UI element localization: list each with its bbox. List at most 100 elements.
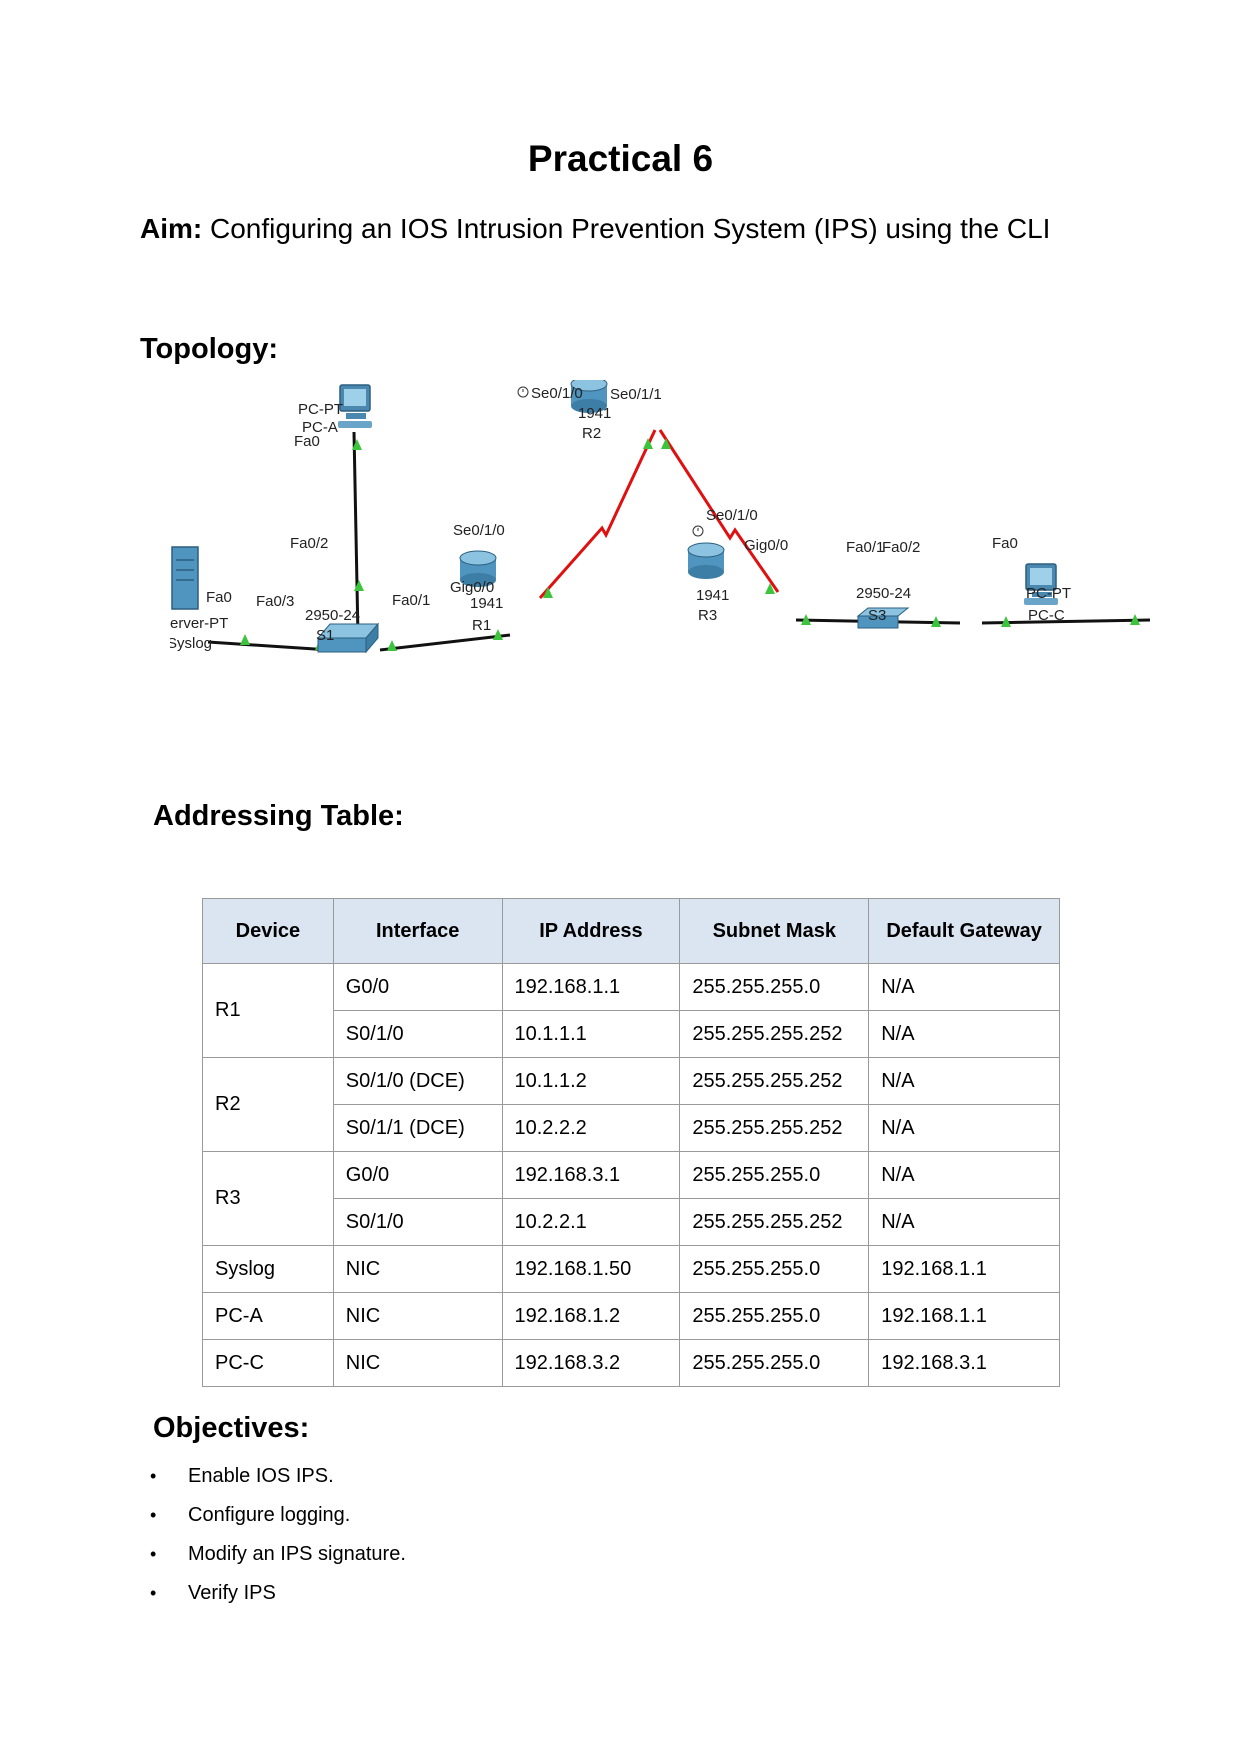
bullet: • [150, 1544, 157, 1564]
label-r3-se010: Se0/1/0 [706, 507, 758, 524]
label-s3-name: S3 [868, 607, 886, 624]
col-ip-address: IP Address [501, 898, 681, 964]
list-item: • Modify an IPS signature. [150, 1540, 406, 1579]
topology-heading: Topology: [140, 333, 278, 365]
table-row: R2 S0/1/0 (DCE) 10.1.1.2 255.255.255.252… [202, 1057, 1060, 1152]
objective-text: Configure logging. [188, 1504, 351, 1526]
table-header-row: Device Interface IP Address Subnet Mask … [202, 898, 1060, 964]
table-row: R1 G0/0 192.168.1.1 255.255.255.0 N/A [202, 963, 1060, 1058]
table-row: Syslog NIC 192.168.1.50 255.255.255.0 19… [202, 1245, 1060, 1293]
cell-ip: 192.168.1.2 [501, 1292, 681, 1340]
label-pcc-type: PC-PT [1026, 585, 1071, 602]
cell-gateway: N/A [868, 963, 1060, 1011]
label-s1-name: S1 [316, 627, 334, 644]
cell-device: PC-C [202, 1339, 334, 1387]
label-pcc-name: PC-C [1028, 607, 1065, 624]
label-s3-model: 2950-24 [856, 585, 911, 602]
label-r3-gig00: Gig0/0 [744, 537, 788, 554]
cell-ip: 10.2.2.1 [501, 1198, 681, 1246]
switch-s3-icon [856, 607, 910, 629]
cell-interface: NIC [332, 1292, 503, 1340]
bullet: • [150, 1505, 157, 1525]
label-pca-fa0: Fa0 [294, 433, 320, 450]
label-s1-model: 2950-24 [305, 607, 360, 624]
label-server-name: Syslog [170, 635, 212, 652]
serial-links [538, 429, 780, 599]
cell-mask: 255.255.255.252 [679, 1057, 870, 1105]
label-r1-name: R1 [472, 617, 491, 634]
objective-text: Modify an IPS signature. [188, 1543, 406, 1565]
router-r1-icon [459, 550, 497, 587]
list-item: • Configure logging. [150, 1501, 406, 1540]
addressing-table: Device Interface IP Address Subnet Mask … [202, 898, 1060, 1387]
cell-mask: 255.255.255.0 [679, 1339, 870, 1387]
cell-ip: 192.168.3.1 [501, 1151, 681, 1199]
switch-s1-icon [316, 622, 380, 654]
cell-ip: 10.1.1.1 [501, 1010, 681, 1058]
label-server-type: Server-PT [170, 615, 228, 632]
cell-mask: 255.255.255.0 [679, 1245, 870, 1293]
link-pca-s1 [352, 431, 360, 638]
cell-ip: 10.2.2.2 [501, 1104, 681, 1152]
link-server-s1 [207, 640, 331, 652]
label-pcc-fa0: Fa0 [992, 535, 1018, 552]
cell-interface: S0/1/0 (DCE) [332, 1057, 503, 1105]
cell-interface: G0/0 [332, 1151, 503, 1199]
cell-gateway: N/A [868, 1057, 1060, 1105]
cell-mask: 255.255.255.0 [679, 1151, 870, 1199]
ethernet-links [207, 431, 1151, 652]
table-row: R3 G0/0 192.168.3.1 255.255.255.0 N/A [202, 1151, 1060, 1246]
cell-gateway: N/A [868, 1151, 1060, 1199]
table-row: PC-A NIC 192.168.1.2 255.255.255.0 192.1… [202, 1292, 1060, 1340]
objective-text: Enable IOS IPS. [188, 1465, 334, 1487]
col-device: Device [202, 898, 334, 964]
addressing-heading: Addressing Table: [153, 800, 404, 832]
cell-interface: NIC [332, 1245, 503, 1293]
cell-device: R3 [202, 1151, 334, 1246]
cell-gateway: N/A [868, 1198, 1060, 1246]
clock-icon [692, 525, 704, 537]
cell-gateway: N/A [868, 1104, 1060, 1152]
label-server-fa0: Fa0 [206, 589, 232, 606]
topology-diagram: PC-PT PC-A Fa0 Fa0/2 Fa0 Fa0/3 Fa0/1 295… [170, 380, 1151, 654]
label-s3-fa02: Fa0/2 [882, 539, 920, 556]
objective-text: Verify IPS [188, 1582, 276, 1604]
list-item: • Enable IOS IPS. [150, 1462, 406, 1501]
cell-gateway: N/A [868, 1010, 1060, 1058]
label-r2-se011: Se0/1/1 [610, 386, 662, 403]
cell-ip: 192.168.3.2 [501, 1339, 681, 1387]
label-r3-name: R3 [698, 607, 717, 624]
bullet: • [150, 1583, 157, 1603]
cell-interface: G0/0 [332, 963, 503, 1011]
cell-mask: 255.255.255.0 [679, 1292, 870, 1340]
router-r3-icon [687, 542, 725, 579]
cell-interface: S0/1/0 [332, 1198, 503, 1246]
label-s3-fa01: Fa0/1 [846, 539, 884, 556]
pc-c-icon [1024, 563, 1058, 605]
cell-gateway: 192.168.1.1 [868, 1245, 1060, 1293]
clock-icons [517, 386, 704, 537]
table-row: PC-C NIC 192.168.3.2 255.255.255.0 192.1… [202, 1339, 1060, 1387]
label-r2-se010: Se0/1/0 [531, 385, 583, 402]
link-s3-pcc [981, 618, 1151, 625]
label-s1-fa02: Fa0/2 [290, 535, 328, 552]
bullet: • [150, 1466, 157, 1486]
cell-device: Syslog [202, 1245, 334, 1293]
label-pca-type: PC-PT [298, 401, 343, 418]
col-subnet-mask: Subnet Mask [679, 898, 870, 964]
cell-interface: S0/1/1 (DCE) [332, 1104, 503, 1152]
label-r1-se010: Se0/1/0 [453, 522, 505, 539]
link-s1-r1 [379, 633, 511, 652]
col-default-gateway: Default Gateway [868, 898, 1060, 964]
cell-mask: 255.255.255.0 [679, 963, 870, 1011]
cell-ip: 192.168.1.1 [501, 963, 681, 1011]
label-r2-name: R2 [582, 425, 601, 442]
link-r1-r2 [538, 429, 657, 599]
cell-ip: 10.1.1.2 [501, 1057, 681, 1105]
cell-interface: NIC [332, 1339, 503, 1387]
table-row: S0/1/1 (DCE) 10.2.2.2 255.255.255.252 N/… [203, 1104, 1060, 1152]
col-interface: Interface [332, 898, 503, 964]
objectives-heading: Objectives: [153, 1412, 310, 1444]
objectives-list: • Enable IOS IPS. • Configure logging. • Mo… [150, 1462, 406, 1618]
cell-mask: 255.255.255.252 [679, 1104, 870, 1152]
